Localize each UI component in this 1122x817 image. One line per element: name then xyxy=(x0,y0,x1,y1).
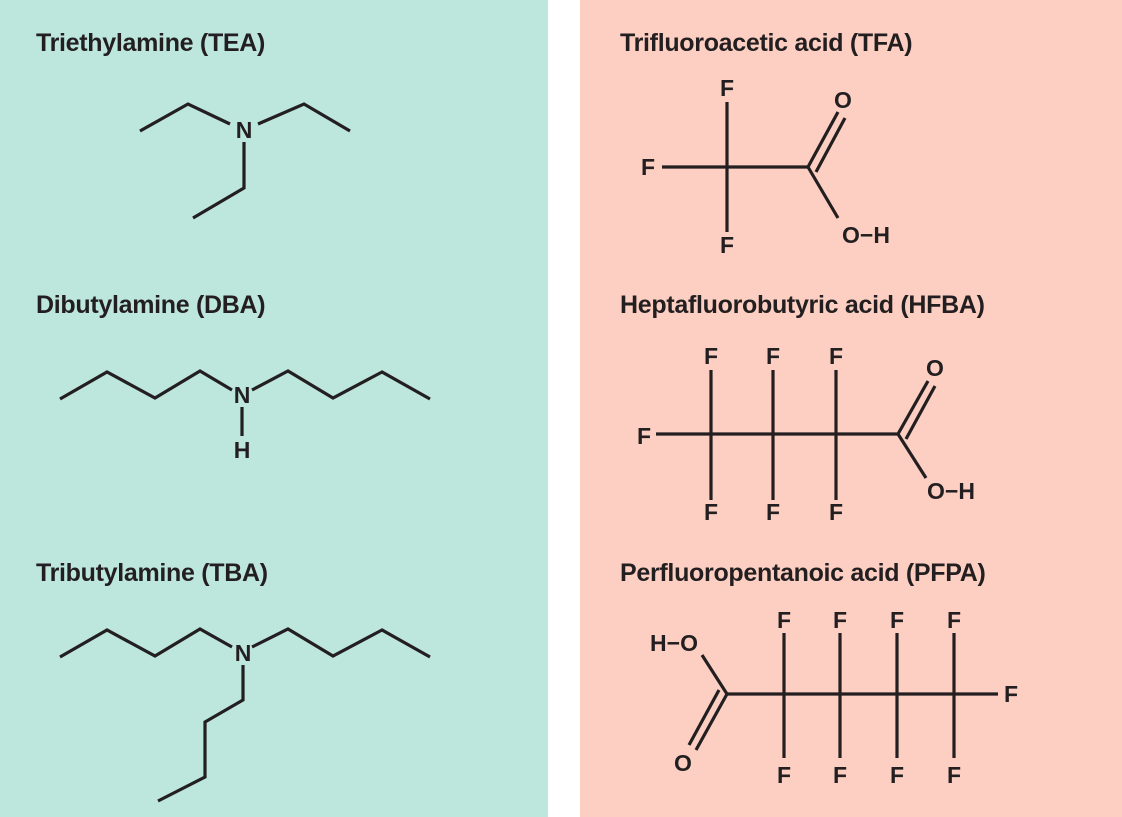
tfa-co-double-bond-1 xyxy=(806,111,840,168)
tea-structure: N xyxy=(139,102,351,220)
tea-ethyl-bond-left xyxy=(139,102,231,133)
hfba-co-double-bond-1 xyxy=(896,380,930,435)
tfa-title: Trifluoroacetic acid (TFA) xyxy=(620,29,913,57)
tea-ethyl-bond-down xyxy=(192,142,246,220)
hfba-carbonyl-oxygen: O xyxy=(926,355,944,381)
tea-title: Triethylamine (TEA) xyxy=(36,29,266,57)
amine-panel xyxy=(0,0,548,817)
tea-nitrogen-atom: N xyxy=(236,117,253,143)
hfba-fluorine-bottom-2: F xyxy=(766,499,780,525)
tba-butyl-bond-right xyxy=(251,627,431,659)
tfa-fluorine-top: F xyxy=(720,75,734,101)
pfpa-co-double-bond-2 xyxy=(687,689,721,746)
pfpa-fluorine-bottom-2: F xyxy=(833,762,847,788)
tfa-hydroxyl-group: O−H xyxy=(842,222,890,248)
hfba-fluorine-top-2: F xyxy=(766,343,780,369)
dba-nitrogen-atom: N xyxy=(234,382,251,408)
tfa-fluorine-left: F xyxy=(641,154,655,180)
pfpa-co-double-bond-1 xyxy=(694,693,729,751)
pfpa-fluorine-top-1: F xyxy=(777,607,791,633)
tba-nitrogen-atom: N xyxy=(235,640,252,666)
tba-structure: N xyxy=(59,627,431,803)
dba-butyl-bond-left xyxy=(59,369,233,401)
tfa-structure: F F F O O−H xyxy=(641,75,890,258)
tea-ethyl-bond-right xyxy=(257,102,351,133)
pfpa-structure: F F F F F F F F F O H−O xyxy=(650,607,1018,788)
tfa-carbonyl-oxygen: O xyxy=(834,87,852,113)
tba-butyl-bond-left xyxy=(59,627,233,659)
tfa-fluorine-bottom: F xyxy=(720,232,734,258)
hfba-coh-bond xyxy=(896,433,928,479)
dba-structure: N H xyxy=(59,369,431,463)
hfba-fluorine-left: F xyxy=(637,423,651,449)
tba-title: Tributylamine (TBA) xyxy=(36,559,268,587)
pfpa-fluorine-bottom-4: F xyxy=(947,762,961,788)
hfba-co-double-bond-2 xyxy=(904,385,937,440)
acid-panel xyxy=(580,0,1122,817)
dba-butyl-bond-right xyxy=(251,369,431,401)
pfpa-carbonyl-oxygen: O xyxy=(674,750,692,776)
hfba-title: Heptafluorobutyric acid (HFBA) xyxy=(620,291,985,319)
tba-butyl-bond-down xyxy=(157,665,245,803)
pfpa-fluorine-bottom-1: F xyxy=(777,762,791,788)
dba-hydrogen-atom: H xyxy=(234,437,251,463)
hfba-fluorine-top-1: F xyxy=(704,343,718,369)
hfba-fluorine-bottom-3: F xyxy=(829,499,843,525)
pfpa-fluorine-right: F xyxy=(1004,681,1018,707)
pfpa-coh-bond xyxy=(700,654,729,695)
pfpa-fluorine-top-2: F xyxy=(833,607,847,633)
hfba-fluorine-top-3: F xyxy=(829,343,843,369)
pfpa-title: Perfluoropentanoic acid (PFPA) xyxy=(620,559,986,587)
pfpa-fluorine-top-3: F xyxy=(890,607,904,633)
pfpa-hydroxyl-group: H−O xyxy=(650,630,698,656)
pfpa-fluorine-bottom-3: F xyxy=(890,762,904,788)
pfpa-fluorine-top-4: F xyxy=(947,607,961,633)
tfa-co-double-bond-2 xyxy=(814,117,847,173)
tfa-coh-bond xyxy=(806,166,840,219)
hfba-fluorine-bottom-1: F xyxy=(704,499,718,525)
hfba-structure: F F F F F F F O O−H xyxy=(637,343,975,525)
hfba-hydroxyl-group: O−H xyxy=(927,478,975,504)
dba-title: Dibutylamine (DBA) xyxy=(36,291,266,319)
